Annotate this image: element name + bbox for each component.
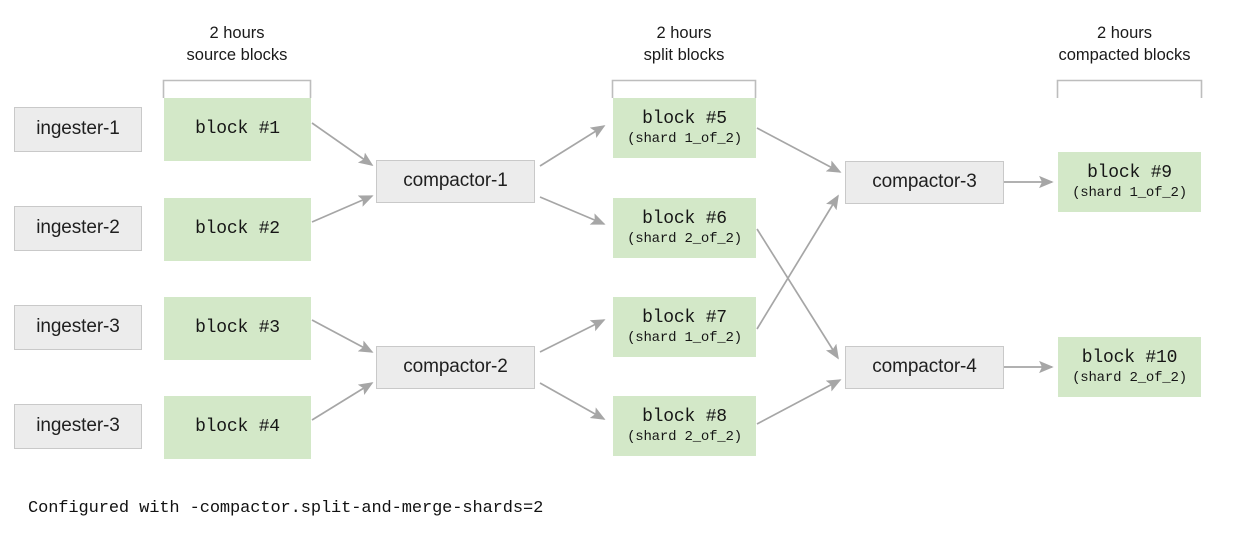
bracket-split-blocks — [611, 79, 757, 98]
column-header-split-blocks-line1: 2 hours — [656, 24, 712, 42]
compactor-4-label: compactor-4 — [872, 356, 977, 378]
source-block-4[interactable]: block #4 — [164, 396, 311, 459]
ingester-1-box[interactable]: ingester-1 — [14, 107, 142, 152]
diagram-caption: Configured with -compactor.split-and-mer… — [28, 499, 544, 518]
arrow-compactor1-to-block6 — [539, 196, 606, 225]
source-block-3-title: block #3 — [195, 318, 280, 339]
arrow-block6-to-compactor4 — [756, 228, 839, 360]
arrow-block7-to-compactor3 — [756, 194, 839, 330]
compactor-3-label: compactor-3 — [872, 171, 977, 193]
arrow-compactor1-to-block5 — [539, 125, 606, 167]
ingester-1-label: ingester-1 — [36, 118, 120, 140]
source-block-2[interactable]: block #2 — [164, 198, 311, 261]
compactor-3-box[interactable]: compactor-3 — [845, 161, 1004, 204]
source-block-2-title: block #2 — [195, 219, 280, 240]
split-block-5-shard: (shard 1_of_2) — [627, 130, 742, 147]
compacted-block-9-title: block #9 — [1087, 163, 1172, 184]
compacted-block-9[interactable]: block #9 (shard 1_of_2) — [1058, 152, 1201, 212]
split-block-8-shard: (shard 2_of_2) — [627, 428, 742, 445]
compacted-block-9-shard: (shard 1_of_2) — [1072, 184, 1187, 201]
compacted-block-10[interactable]: block #10 (shard 2_of_2) — [1058, 337, 1201, 397]
compactor-1-box[interactable]: compactor-1 — [376, 160, 535, 203]
bracket-compacted-blocks — [1056, 79, 1203, 98]
compactor-4-box[interactable]: compactor-4 — [845, 346, 1004, 389]
ingester-3-label: ingester-3 — [36, 316, 120, 338]
split-block-5[interactable]: block #5 (shard 1_of_2) — [613, 98, 756, 158]
compactor-1-label: compactor-1 — [403, 170, 508, 192]
source-block-1[interactable]: block #1 — [164, 98, 311, 161]
split-block-6-title: block #6 — [642, 209, 727, 230]
compacted-block-10-title: block #10 — [1081, 348, 1178, 369]
compactor-2-label: compactor-2 — [403, 356, 508, 378]
split-block-6[interactable]: block #6 (shard 2_of_2) — [613, 198, 756, 258]
source-block-4-title: block #4 — [195, 417, 280, 438]
arrow-compactor2-to-block8 — [539, 382, 606, 420]
arrow-block3-to-compactor2 — [311, 319, 374, 353]
column-header-source-blocks: 2 hours source blocks — [163, 22, 311, 67]
column-header-split-blocks-line2: split blocks — [643, 46, 725, 65]
column-header-source-blocks-line2: source blocks — [186, 46, 288, 65]
bracket-source-blocks — [162, 79, 312, 98]
split-block-7[interactable]: block #7 (shard 1_of_2) — [613, 297, 756, 357]
compactor-2-box[interactable]: compactor-2 — [376, 346, 535, 389]
source-block-1-title: block #1 — [195, 119, 280, 140]
split-block-6-shard: (shard 2_of_2) — [627, 230, 742, 247]
split-block-7-shard: (shard 1_of_2) — [627, 329, 742, 346]
compacted-block-10-shard: (shard 2_of_2) — [1072, 369, 1187, 386]
column-header-compacted-blocks: 2 hours compacted blocks — [1043, 22, 1206, 67]
arrow-block4-to-compactor2 — [311, 382, 374, 421]
arrow-compactor2-to-block7 — [539, 319, 606, 353]
source-block-3[interactable]: block #3 — [164, 297, 311, 360]
ingester-3-box[interactable]: ingester-3 — [14, 305, 142, 350]
arrow-block2-to-compactor1 — [311, 195, 374, 223]
split-block-8[interactable]: block #8 (shard 2_of_2) — [613, 396, 756, 456]
column-header-split-blocks: 2 hours split blocks — [610, 22, 758, 67]
arrow-block5-to-compactor3 — [756, 127, 842, 173]
ingester-4-box[interactable]: ingester-3 — [14, 404, 142, 449]
ingester-4-label: ingester-3 — [36, 415, 120, 437]
column-header-compacted-blocks-line2: compacted blocks — [1058, 46, 1191, 65]
column-header-compacted-blocks-line1: 2 hours — [1096, 24, 1153, 42]
arrow-block1-to-compactor1 — [311, 122, 374, 166]
split-block-5-title: block #5 — [642, 109, 727, 130]
arrow-block8-to-compactor4 — [756, 379, 842, 425]
ingester-2-label: ingester-2 — [36, 217, 120, 239]
split-block-8-title: block #8 — [642, 407, 727, 428]
split-block-7-title: block #7 — [642, 308, 727, 329]
ingester-2-box[interactable]: ingester-2 — [14, 206, 142, 251]
column-header-source-blocks-line1: 2 hours — [209, 24, 265, 42]
